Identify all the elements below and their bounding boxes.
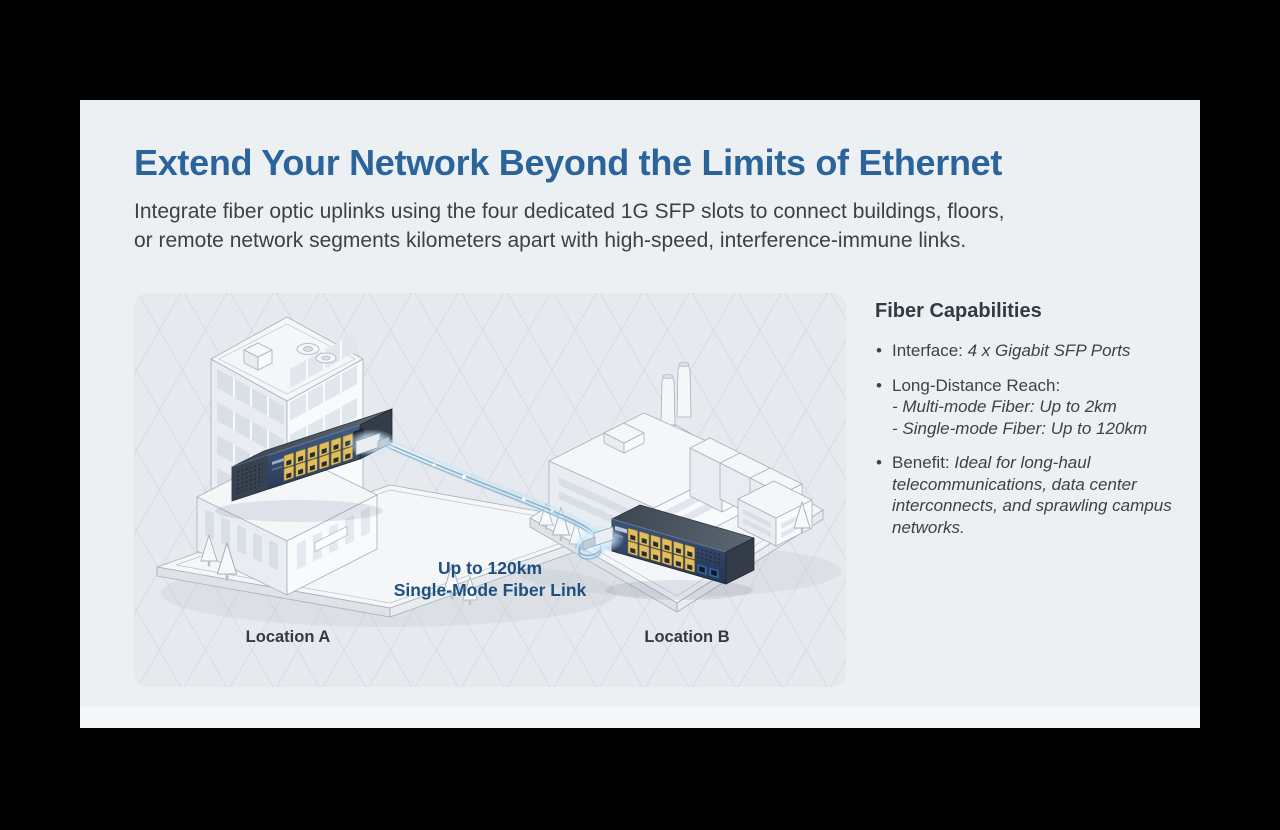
fiber-cable — [346, 429, 625, 559]
brand-mark — [272, 457, 286, 465]
capabilities-heading: Fiber Capabilities — [875, 300, 1042, 322]
vent-grille-icon — [237, 462, 263, 494]
capability-item-benefit: • Benefit: Ideal for long-haul telecommu… — [875, 452, 1175, 538]
network-illustration: Up to 120km Single-Mode Fiber Link Locat… — [156, 316, 841, 646]
capability-subline: - Single-mode Fiber: Up to 120km — [892, 418, 1148, 438]
link-label-line-1: Up to 120km — [438, 558, 542, 578]
content-card: Extend Your Network Beyond the Limits of… — [80, 100, 1200, 728]
link-label-line-2: Single-Mode Fiber Link — [394, 580, 587, 600]
podium-windows-left — [205, 508, 278, 571]
podium-a — [196, 450, 378, 596]
subtitle: Integrate fiber optic uplinks using the … — [134, 197, 1004, 255]
capabilities-list: • Interface: 4 x Gigabit SFP Ports • Lon… — [875, 340, 1175, 538]
card-footer-strip — [80, 707, 1200, 728]
sfp-module-b — [582, 526, 614, 551]
illustration-panel: Up to 120km Single-Mode Fiber Link Locat… — [134, 293, 846, 687]
location-b-label: Location B — [644, 628, 729, 646]
fiber-sparkles — [432, 463, 554, 513]
diagram-labels: Up to 120km Single-Mode Fiber Link Locat… — [246, 558, 730, 646]
entrance-sign — [314, 525, 348, 553]
capability-item-reach: • Long-Distance Reach: - Multi-mode Fibe… — [875, 375, 1175, 440]
chimneys — [660, 362, 692, 426]
switch-b-faceplate — [615, 525, 721, 580]
capability-value: 4 x Gigabit SFP Ports — [967, 341, 1131, 360]
subtitle-line-2: or remote network segments kilometers ap… — [134, 229, 967, 252]
capability-label: Long-Distance Reach: — [892, 375, 1061, 395]
bullet-icon: • — [876, 375, 882, 395]
location-a-label: Location A — [246, 628, 331, 646]
vent-grille-icon — [697, 547, 721, 568]
capability-label: Benefit: — [892, 453, 950, 472]
subtitle-line-1: Integrate fiber optic uplinks using the … — [134, 200, 1005, 223]
podium-windows-right — [297, 506, 370, 570]
capability-label: Interface: — [892, 341, 963, 360]
factory-roof-box — [603, 422, 645, 454]
capability-value: Ideal for long-haul telecommunications, … — [892, 453, 1172, 537]
roof-stair-housing — [243, 342, 273, 371]
bullet-icon: • — [876, 341, 882, 360]
capabilities-section: Fiber Capabilities • Interface: 4 x Giga… — [875, 300, 1175, 551]
brand-mark — [615, 525, 627, 534]
sfp-module-a — [355, 432, 390, 456]
capability-item-interface: • Interface: 4 x Gigabit SFP Ports — [875, 340, 1175, 362]
roof-ac-units — [296, 343, 337, 364]
switch-b — [605, 504, 755, 600]
capability-subline: - Multi-mode Fiber: Up to 2km — [892, 397, 1117, 416]
sfp-slots-b — [696, 563, 720, 580]
bullet-icon: • — [876, 453, 882, 472]
page-title: Extend Your Network Beyond the Limits of… — [134, 142, 1003, 183]
